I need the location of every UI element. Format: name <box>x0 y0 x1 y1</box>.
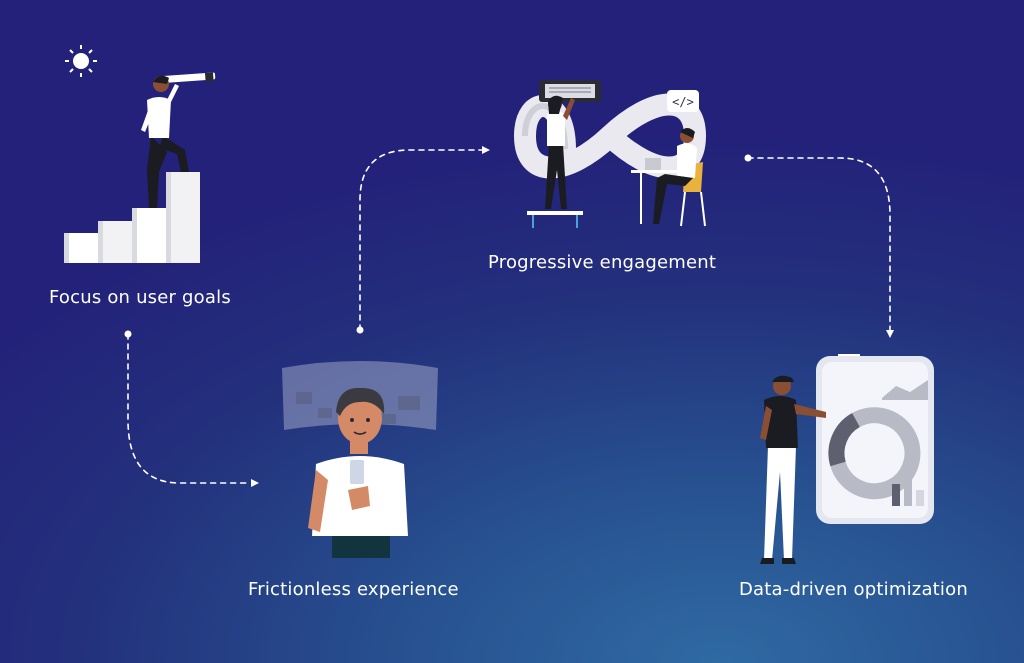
connector-start-dot <box>744 154 752 162</box>
telescope-person-on-stairs-icon <box>64 45 216 263</box>
connector-start-dot <box>124 330 132 338</box>
connector-start-dot <box>356 326 364 334</box>
person-with-phone-and-screens-icon <box>282 361 438 558</box>
connector-goals-to-frictionless <box>127 333 251 484</box>
person-with-chart-board-icon <box>760 354 934 564</box>
step-label-progressive-engagement: Progressive engagement <box>488 252 717 273</box>
arrow-head-icon <box>482 146 490 154</box>
connector-frictionless-to-progressive <box>359 149 483 331</box>
arrow-head-icon <box>251 479 259 487</box>
arrow-head-icon <box>886 330 894 338</box>
step-label-data-driven-optimization: Data-driven optimization <box>739 579 968 600</box>
infinity-loop-with-people-icon: </> <box>513 80 707 228</box>
step-label-focus-on-user-goals: Focus on user goals <box>49 287 231 308</box>
svg-text:</>: </> <box>672 95 694 109</box>
step-label-frictionless-experience: Frictionless experience <box>248 579 459 600</box>
connector-progressive-to-data <box>747 157 891 331</box>
